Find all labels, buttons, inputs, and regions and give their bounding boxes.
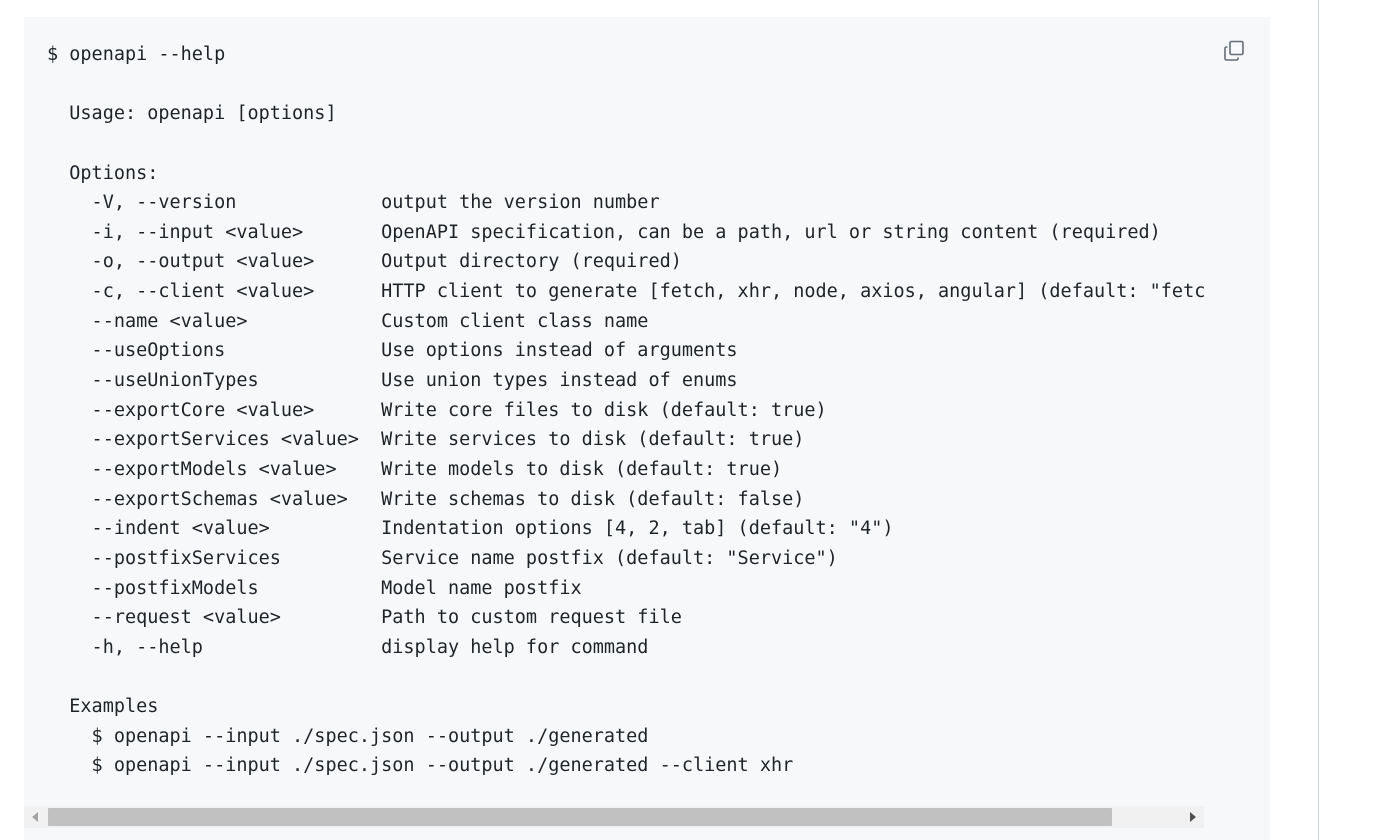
code-line: Examples: [47, 696, 159, 718]
code-line: --useOptions Use options instead of argu…: [47, 340, 738, 362]
code-line: -c, --client <value> HTTP client to gene…: [47, 281, 1204, 303]
triangle-right-icon: [1190, 812, 1196, 822]
code-line: -h, --help display help for command: [47, 636, 649, 658]
code-line: --exportServices <value> Write services …: [47, 429, 805, 451]
code-content: $ openapi --help Usage: openapi [options…: [47, 40, 1204, 781]
code-line: -o, --output <value> Output directory (r…: [47, 251, 682, 273]
code-line: --exportSchemas <value> Write schemas to…: [47, 488, 805, 510]
code-line: [47, 662, 1204, 692]
code-line: --name <value> Custom client class name: [47, 310, 649, 332]
code-line: --indent <value> Indentation options [4,…: [47, 518, 894, 540]
code-line: --exportModels <value> Write models to d…: [47, 458, 783, 480]
code-viewport: $ openapi --help Usage: openapi [options…: [24, 17, 1204, 806]
content-divider: [1318, 0, 1319, 840]
code-line: --postfixModels Model name postfix: [47, 577, 582, 599]
code-line: --exportCore <value> Write core files to…: [47, 399, 827, 421]
horizontal-scrollbar[interactable]: [24, 806, 1204, 828]
code-line: [47, 129, 1204, 159]
scroll-thumb[interactable]: [48, 808, 1112, 826]
code-line: $ openapi --input ./spec.json --output .…: [47, 755, 794, 777]
code-line: $ openapi --help: [47, 44, 226, 65]
scroll-left-button[interactable]: [24, 806, 46, 828]
code-line: --request <value> Path to custom request…: [47, 607, 682, 629]
scroll-right-button[interactable]: [1182, 806, 1204, 828]
code-line: $ openapi --input ./spec.json --output .…: [47, 725, 649, 747]
code-line: Usage: openapi [options]: [47, 103, 337, 125]
code-line: Options:: [47, 162, 159, 184]
triangle-left-icon: [32, 812, 38, 822]
copy-button[interactable]: [1217, 34, 1251, 68]
code-line: -V, --version output the version number: [47, 192, 660, 214]
copy-icon: [1224, 40, 1244, 61]
code-block: $ openapi --help Usage: openapi [options…: [24, 17, 1270, 840]
code-line: [47, 70, 1204, 100]
scroll-track[interactable]: [48, 806, 1180, 828]
code-line: -i, --input <value> OpenAPI specificatio…: [47, 221, 1161, 243]
code-line: --postfixServices Service name postfix (…: [47, 547, 838, 569]
code-line: --useUnionTypes Use union types instead …: [47, 370, 738, 392]
